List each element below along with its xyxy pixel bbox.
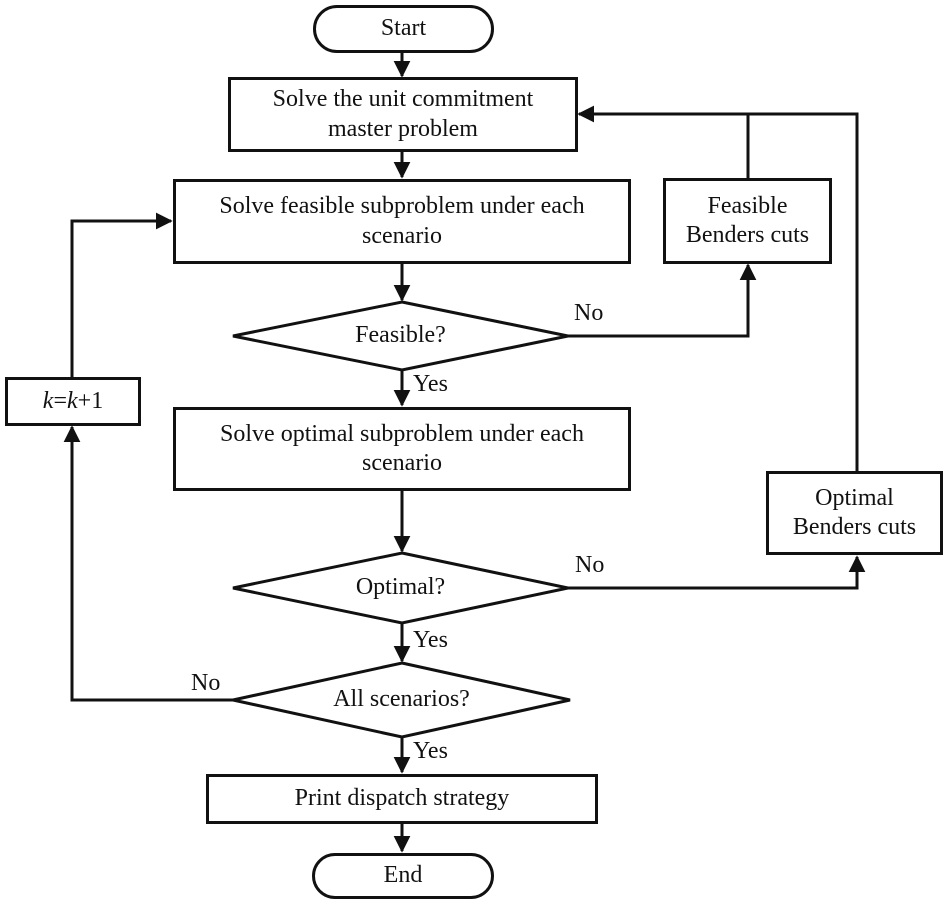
edge-label-optimal-yes: Yes — [413, 627, 448, 653]
start-label: Start — [380, 15, 427, 42]
feasible-decision-label: Feasible? — [355, 322, 446, 348]
edge-label-optimal-no: No — [575, 552, 605, 578]
edge-label-all-scenarios-yes: Yes — [413, 738, 448, 764]
feasible-cuts-line2: Benders cuts — [685, 222, 810, 248]
end-label: End — [383, 862, 423, 889]
master-problem-box: Solve the unit commitment master problem — [228, 77, 578, 152]
feasible-subproblem-line1: Solve feasible subproblem under each — [219, 193, 585, 220]
optimal-decision-label: Optimal? — [355, 574, 446, 600]
edge-label-all-scenarios-no: No — [191, 670, 221, 696]
feasible-decision-diamond — [232, 300, 569, 372]
edge-feasible-no-to-feasible-cuts — [568, 263, 757, 338]
master-problem-line2: master problem — [328, 115, 478, 142]
feasible-benders-cuts-box: Feasible Benders cuts — [663, 178, 832, 264]
edge-optimal-no-to-optimal-cuts — [568, 555, 866, 590]
master-problem-line1: Solve the unit commitment — [272, 86, 534, 113]
feasible-cuts-line1: Feasible — [707, 192, 788, 219]
print-dispatch-label: Print dispatch strategy — [294, 785, 510, 812]
feasible-subproblem-line2: scenario — [362, 222, 442, 249]
all-scenarios-decision-label: All scenarios? — [333, 686, 470, 712]
all-scenarios-decision-diamond — [232, 661, 571, 739]
end-node: End — [312, 853, 494, 899]
optimal-subproblem-line1: Solve optimal subproblem under each — [220, 420, 584, 447]
k-increment-box: k=k+1 — [5, 377, 141, 426]
optimal-decision-diamond — [232, 551, 569, 625]
edge-k-increment-to-feasible-sub — [70, 212, 173, 377]
edge-label-feasible-yes: Yes — [413, 371, 448, 397]
print-dispatch-box: Print dispatch strategy — [206, 774, 598, 824]
optimal-cuts-line2: Benders cuts — [792, 514, 917, 540]
edge-label-feasible-no: No — [574, 300, 604, 326]
start-node: Start — [313, 5, 494, 53]
optimal-cuts-line1: Optimal — [815, 484, 894, 511]
optimal-subproblem-line2: scenario — [362, 450, 442, 476]
edge-all-scenarios-no-to-k-increment — [63, 425, 233, 702]
optimal-benders-cuts-box: Optimal Benders cuts — [766, 471, 943, 555]
optimal-subproblem-box: Solve optimal subproblem under each scen… — [173, 407, 631, 491]
feasible-subproblem-box: Solve feasible subproblem under each sce… — [173, 179, 631, 264]
edge-cuts-feedback-to-master — [577, 105, 859, 471]
k-increment-label: k=k+1 — [42, 387, 104, 414]
